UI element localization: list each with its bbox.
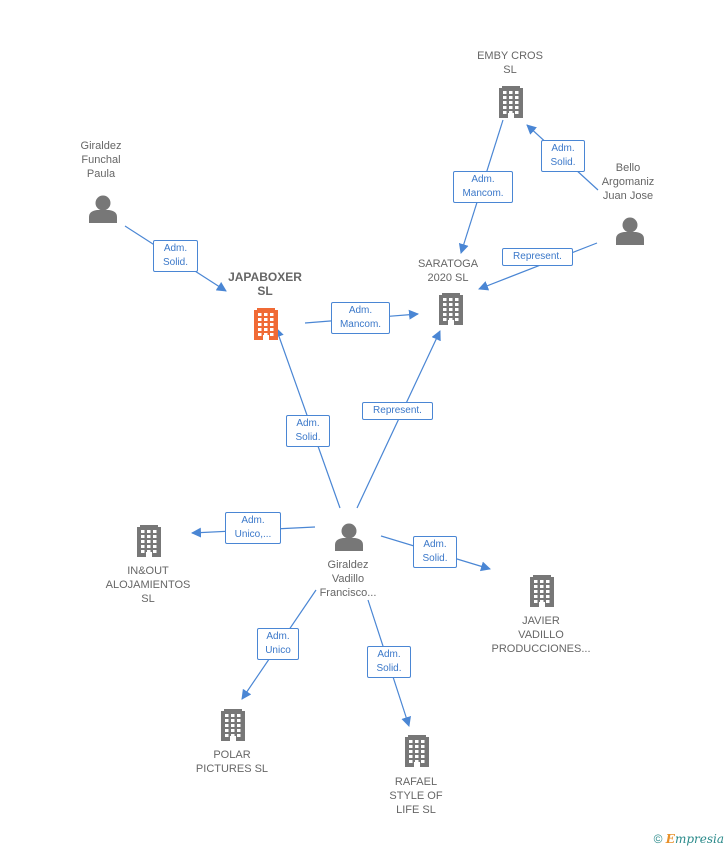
node-emby-cros[interactable]: EMBY CROS SL [462, 49, 558, 77]
icons-layer [89, 86, 644, 767]
node-label: Giraldez Funchal Paula [80, 140, 122, 180]
node-giraldez-vadillo[interactable]: Giraldez Vadillo Francisco... [300, 558, 396, 600]
node-polar-pictures[interactable]: POLAR PICTURES SL [182, 748, 282, 776]
edge-e5 [478, 242, 598, 291]
node-rafael-style[interactable]: RAFAEL STYLE OF LIFE SL [368, 775, 464, 817]
edge-label-e9[interactable]: Adm. Solid. [413, 536, 457, 568]
node-label: Bello Argomaniz Juan Jose [601, 162, 655, 202]
edge-label-e3[interactable]: Adm. Mancom. [453, 171, 513, 203]
node-japaboxer[interactable]: JAPABOXER SL [210, 270, 320, 298]
node-saratoga[interactable]: SARATOGA 2020 SL [400, 257, 496, 285]
edge-label-e1[interactable]: Adm. Solid. [153, 240, 198, 272]
empresia-footer: © Empresia [654, 832, 724, 846]
node-javier-vadillo[interactable]: JAVIER VADILLO PRODUCCIONES... [478, 614, 604, 656]
node-inout[interactable]: IN&OUT ALOJAMIENTOS SL [92, 564, 204, 606]
edge-label-e8[interactable]: Adm. Unico,... [225, 512, 281, 544]
node-label: JAVIER VADILLO PRODUCCIONES... [491, 615, 591, 655]
polar-building-icon[interactable] [221, 709, 245, 741]
node-label: SARATOGA 2020 SL [417, 258, 479, 284]
japaboxer-building-icon[interactable] [254, 308, 278, 340]
copyright-icon: © [653, 832, 663, 846]
edge-label-e6[interactable]: Adm. Solid. [286, 415, 330, 447]
node-giraldez-funchal[interactable]: Giraldez Funchal Paula [56, 139, 146, 181]
node-label: POLAR PICTURES SL [195, 749, 269, 775]
edge-label-e11[interactable]: Adm. Solid. [367, 646, 411, 678]
giraldez-vadillo-person-icon[interactable] [335, 523, 363, 552]
edge-label-e10[interactable]: Adm. Unico [257, 628, 299, 660]
rafael-building-icon[interactable] [405, 735, 429, 767]
brand-first-letter: E [665, 832, 675, 846]
node-label: RAFAEL STYLE OF LIFE SL [389, 776, 443, 816]
edge-label-e5[interactable]: Represent. [502, 248, 573, 266]
bello-person-icon[interactable] [616, 217, 644, 246]
inout-building-icon[interactable] [137, 525, 161, 557]
emby-building-icon[interactable] [499, 86, 523, 118]
node-label: JAPABOXER SL [228, 270, 302, 298]
node-bello-argomaniz[interactable]: Bello Argomaniz Juan Jose [583, 161, 673, 203]
node-label: EMBY CROS SL [477, 50, 543, 76]
node-label: IN&OUT ALOJAMIENTOS SL [105, 565, 191, 605]
node-label: Giraldez Vadillo Francisco... [319, 559, 377, 599]
saratoga-building-icon[interactable] [439, 293, 463, 325]
edge-label-e4[interactable]: Adm. Solid. [541, 140, 585, 172]
javier-building-icon[interactable] [530, 575, 554, 607]
edge-label-e2[interactable]: Adm. Mancom. [331, 302, 390, 334]
giraldez-funchal-person-icon[interactable] [89, 195, 117, 224]
edge-label-e7[interactable]: Represent. [362, 402, 433, 420]
brand-rest: mpresia [674, 832, 724, 846]
